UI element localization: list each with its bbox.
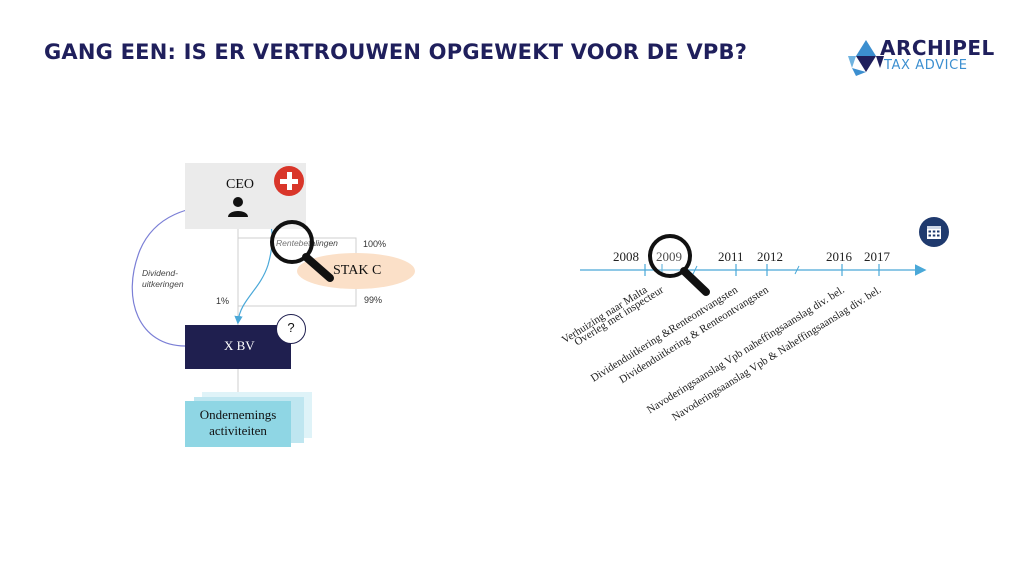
year-label: 2011 xyxy=(718,249,744,264)
stak-label: STAK C xyxy=(333,263,382,278)
logo-triangles-icon xyxy=(848,40,884,76)
pct-1: 1% xyxy=(216,296,230,306)
xbv-box xyxy=(185,325,291,369)
archipel-logo: ARCHIPEL TAX ADVICE xyxy=(846,36,996,78)
logo-name: ARCHIPEL xyxy=(880,36,995,60)
year-label: 2012 xyxy=(757,249,783,264)
page-title: GANG EEN: IS ER VERTROUWEN OPGEWEKT VOOR… xyxy=(44,40,748,64)
rente-label: Rentebetalingen xyxy=(276,238,338,248)
magnifying-glass-icon xyxy=(648,234,710,296)
question-badge: ? xyxy=(276,314,306,344)
onderneming-box xyxy=(185,401,291,447)
swiss-flag-icon xyxy=(274,166,304,196)
calendar-icon xyxy=(919,217,949,247)
onderneming-line2: activiteiten xyxy=(209,423,267,438)
onderneming-line1: Ondernemings xyxy=(199,407,277,422)
dividend-label-line1: Dividend- xyxy=(142,268,178,278)
ceo-label: CEO xyxy=(226,177,254,192)
year-label: 2008 xyxy=(613,249,639,264)
year-label: 2009 xyxy=(656,249,682,265)
pct-99: 99% xyxy=(364,295,383,305)
onderneming-label: Ondernemings activiteiten xyxy=(185,407,291,439)
year-label: 2016 xyxy=(826,249,852,264)
magnifying-glass-icon xyxy=(270,220,334,282)
dividend-label-line2: uitkeringen xyxy=(142,279,184,289)
logo-subtitle: TAX ADVICE xyxy=(884,58,968,73)
year-label: 2017 xyxy=(864,249,890,264)
timeline-break-marks xyxy=(692,265,800,275)
person-icon xyxy=(228,197,248,217)
pct-100: 100% xyxy=(363,239,387,249)
dividend-label: Dividend- uitkeringen xyxy=(142,268,184,290)
xbv-label: X BV xyxy=(224,338,255,353)
